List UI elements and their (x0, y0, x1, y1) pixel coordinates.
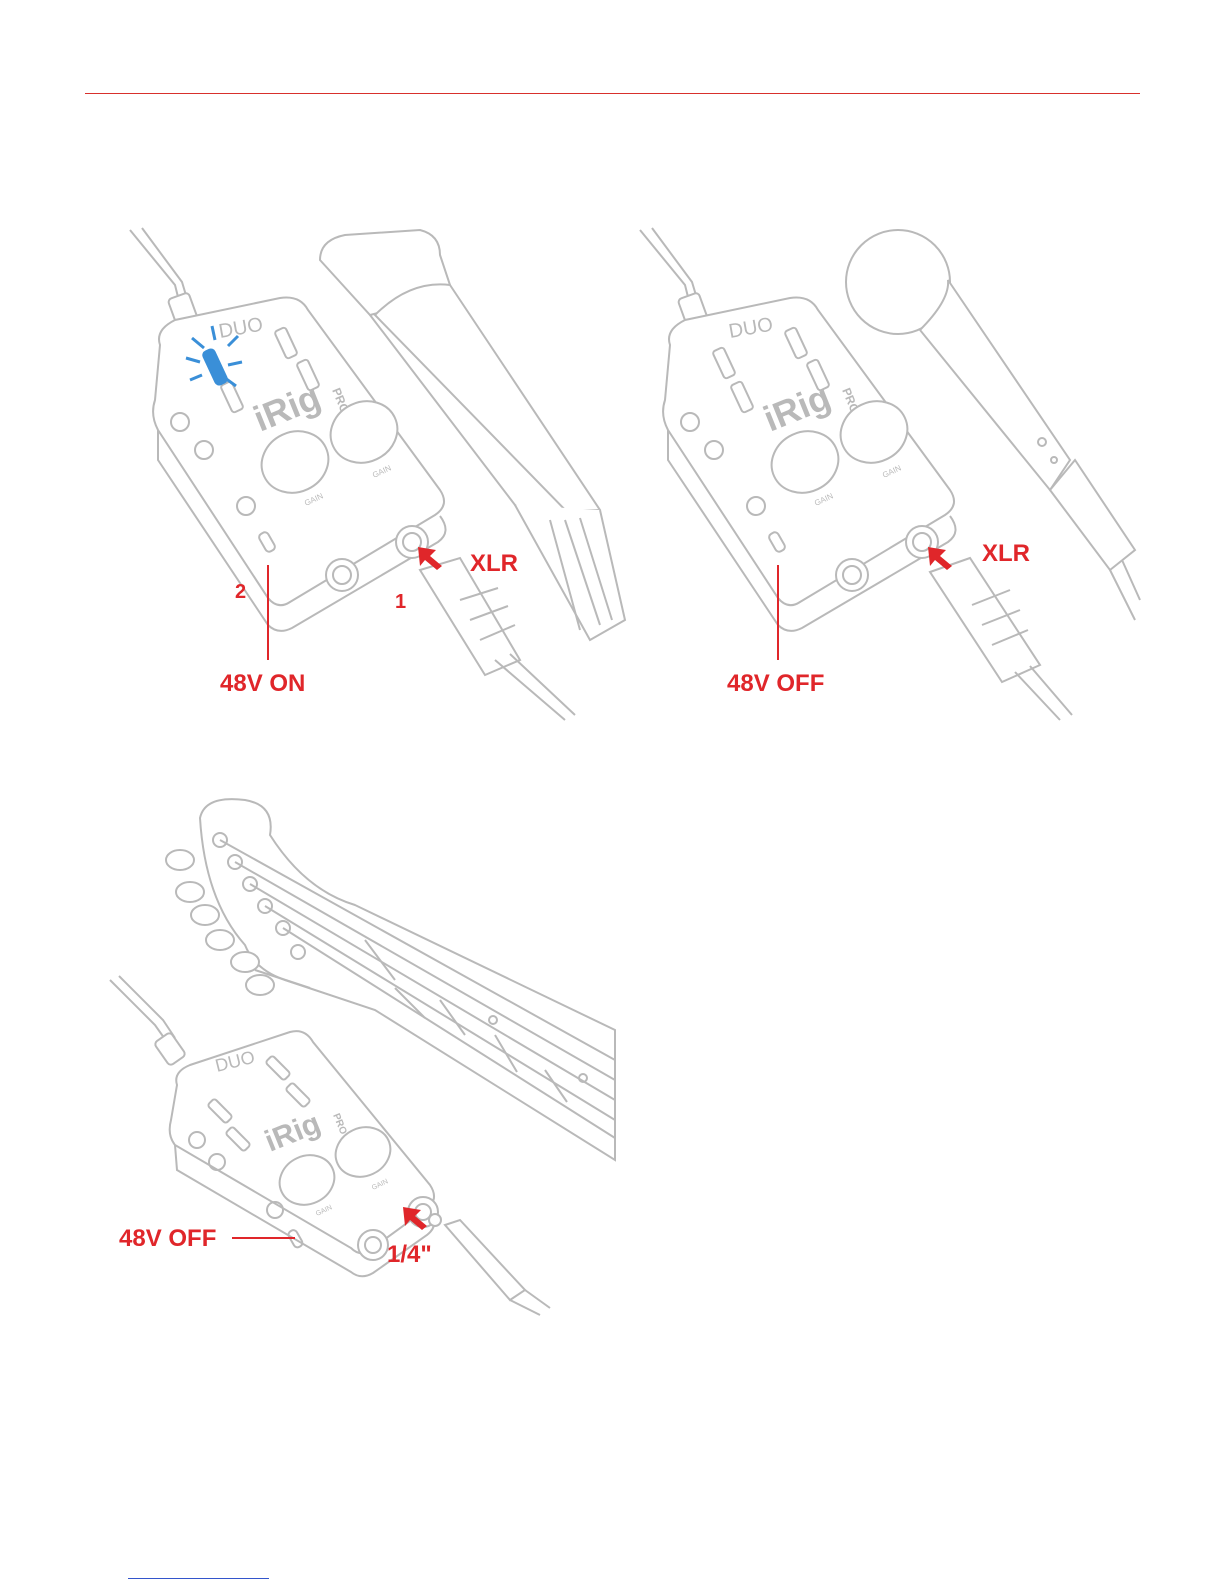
connector-label-xlr: XLR (470, 552, 518, 576)
phantom-label-on: 48V ON (220, 672, 305, 696)
connector-label-quarter-inch: 1/4" (387, 1243, 432, 1267)
irig-pro-duo-illustration: DUO iRig PRO GAIN GAIN (120, 220, 640, 730)
insert-arrow-icon (928, 547, 952, 570)
xlr-plug-icon (930, 558, 1072, 720)
figure-condenser-mic-48v-on: DUO iRig PRO GAIN GAIN (120, 220, 640, 730)
connector-label-xlr: XLR (982, 542, 1030, 566)
step-label-1: 1 (395, 592, 406, 612)
header-rule (85, 93, 1140, 94)
irig-pro-duo-illustration: DUO iRig PRO GAIN GAIN (630, 220, 1140, 730)
figure-guitar-48v-off: DUO iRig PRO GAIN GAIN 48V OFF 1/4" (105, 780, 625, 1320)
xlr-plug-icon (420, 558, 575, 720)
step-label-2: 2 (235, 582, 246, 602)
quarter-inch-plug-icon (429, 1214, 550, 1315)
phantom-label-off: 48V OFF (119, 1227, 216, 1251)
figure-dynamic-mic-48v-off: DUO iRig PRO GAIN GAIN (630, 220, 1140, 730)
footer-link-underline (128, 1578, 269, 1579)
phantom-label-off: 48V OFF (727, 672, 824, 696)
